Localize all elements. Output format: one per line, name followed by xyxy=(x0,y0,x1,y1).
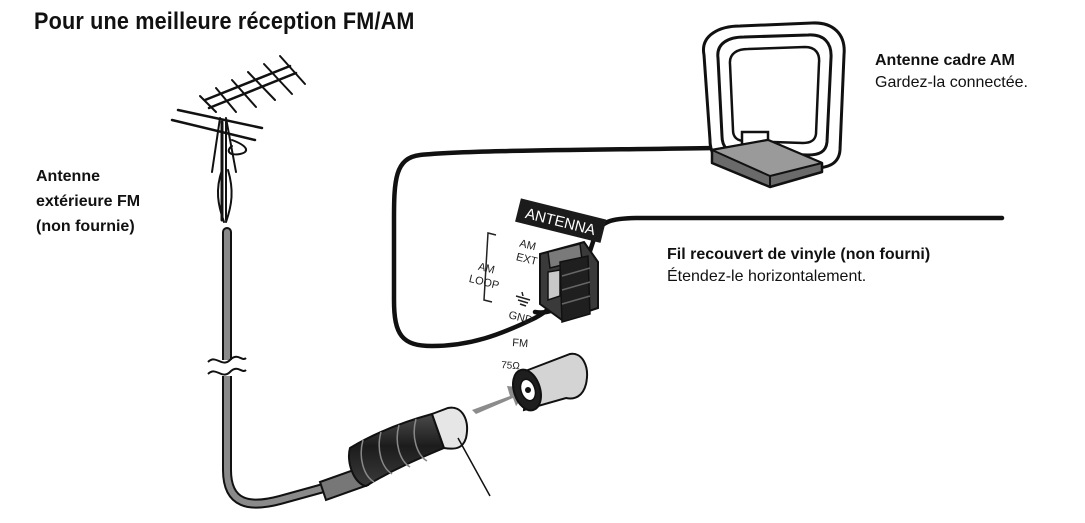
am-loop-antenna-desc: Gardez-la connectée. xyxy=(875,74,1028,91)
am-loop-antenna xyxy=(702,21,846,189)
vinyl-wire-desc: Étendez-le horizontalement. xyxy=(667,268,867,285)
panel-am-ext-label: EXT xyxy=(515,251,539,268)
antenna-terminal-panel: ANTENNA AM EXT AM LOOP GND FM 75Ω xyxy=(468,198,607,372)
fm-75-ohm-socket xyxy=(512,352,588,412)
vinyl-wire-label: Fil recouvert de vinyle (non fourni) Éte… xyxy=(667,244,930,288)
fm-outdoor-antenna-line: (non fournie) xyxy=(36,218,135,235)
plug-callout-line xyxy=(457,437,491,497)
panel-fm-label: FM xyxy=(512,337,529,350)
cable-break-mark xyxy=(207,355,247,376)
fm-outdoor-antenna-label: Antenne extérieure FM (non fournie) xyxy=(36,164,140,239)
am-loop-antenna-title: Antenne cadre AM xyxy=(875,52,1015,69)
am-loop-antenna-label: Antenne cadre AM Gardez-la connectée. xyxy=(875,50,1028,94)
vinyl-wire-title: Fil recouvert de vinyle (non fourni) xyxy=(667,246,931,263)
fm-outdoor-antenna-line: extérieure FM xyxy=(36,193,141,210)
panel-gnd-label: GND xyxy=(507,309,534,327)
fm-outdoor-antenna xyxy=(170,55,306,223)
am-loop-wire xyxy=(391,145,718,349)
fm-outdoor-antenna-line: Antenne xyxy=(36,168,100,185)
panel-fm-impedance-label: 75Ω xyxy=(501,360,521,372)
panel-am-ext-label: AM xyxy=(518,238,537,254)
fm-coax-plug xyxy=(318,406,468,502)
page-title: Pour une meilleure réception FM/AM xyxy=(34,8,415,35)
fm-coaxial-cable xyxy=(222,227,343,509)
